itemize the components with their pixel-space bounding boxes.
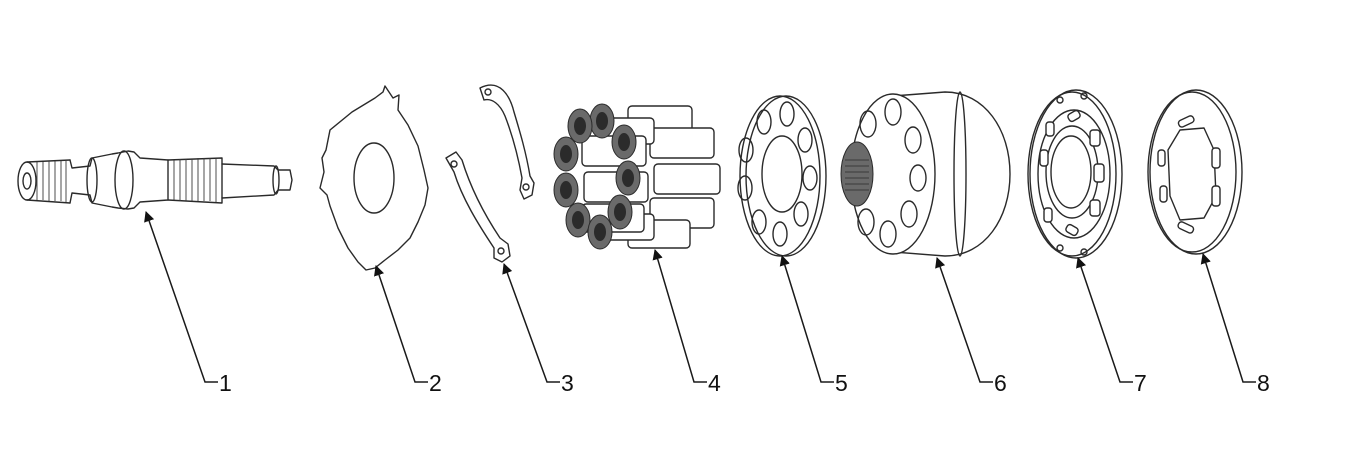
callout-leader-5	[779, 254, 834, 383]
part-number-7: 7	[1134, 370, 1147, 396]
valve-plate-icon	[1027, 89, 1123, 259]
callout-leader-7	[1076, 257, 1133, 383]
part-number-3: 3	[561, 370, 574, 396]
part-number-6: 6	[994, 370, 1007, 396]
port-plate-icon	[1147, 89, 1243, 255]
piston-set-icon	[553, 103, 721, 250]
callout-leader-3	[502, 263, 560, 383]
drive-shaft-icon	[17, 150, 293, 210]
callout-leader-4	[652, 248, 707, 383]
retainer-plate-icon	[445, 84, 535, 263]
part-number-2: 2	[429, 370, 442, 396]
part-number-8: 8	[1257, 370, 1270, 396]
callout-leaders	[144, 211, 1256, 383]
cylinder-block-icon	[840, 91, 1011, 257]
set-plate-icon	[737, 95, 827, 257]
callout-labels: 1 2 3 4 5 6 7 8	[219, 370, 1270, 396]
callout-leader-6	[935, 257, 993, 383]
part-number-5: 5	[835, 370, 848, 396]
callout-leader-2	[374, 265, 428, 383]
part-number-4: 4	[708, 370, 721, 396]
swash-plate-icon	[319, 85, 429, 271]
part-number-1: 1	[219, 370, 232, 396]
callout-leader-8	[1200, 252, 1256, 383]
callout-leader-1	[144, 211, 218, 383]
